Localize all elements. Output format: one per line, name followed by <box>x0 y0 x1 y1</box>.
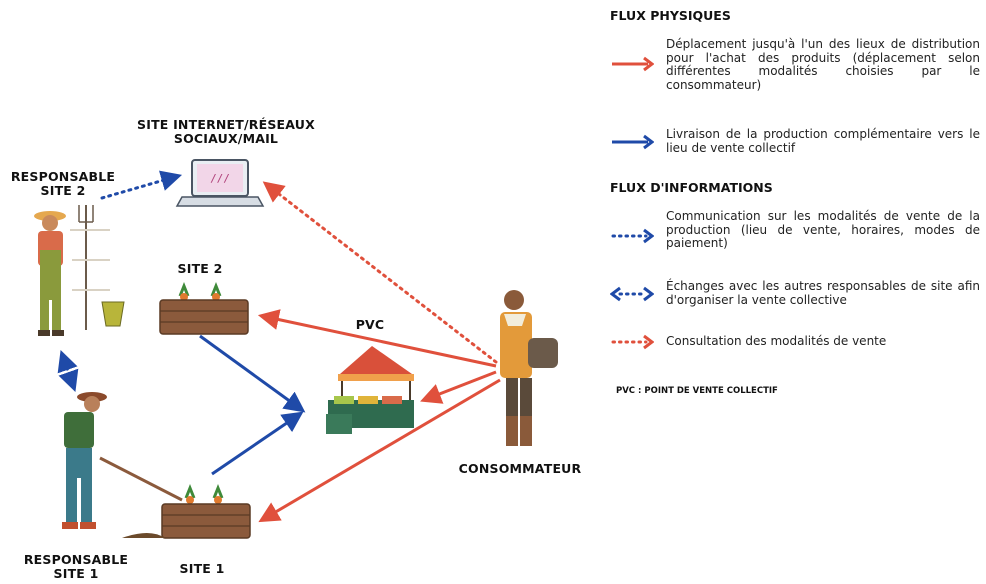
label-responsable-site1: RESPONSABLE SITE 1 <box>23 552 129 581</box>
crate-icon <box>159 281 249 335</box>
farmer-man-icon <box>62 392 183 529</box>
legend-arrow-blue-double-dotted-icon <box>610 286 654 302</box>
legend-text-travel: Déplacement jusqu'à l'un des lieux de di… <box>666 37 980 92</box>
consumer-icon <box>500 290 558 446</box>
svg-text:///: /// <box>210 172 230 185</box>
legend-arrow-blue-dotted-icon <box>611 228 654 244</box>
flow-arrow-consumer-site1 <box>258 378 501 523</box>
laptop-icon: /// <box>175 159 265 207</box>
legend-text-exchange: Échanges avec les autres responsables de… <box>666 279 980 307</box>
legend-text-consultation: Consultation des modalités de vente <box>666 334 887 348</box>
legend-title-info: FLUX D'INFORMATIONS <box>610 180 773 195</box>
label-consommateur: CONSOMMATEUR <box>458 461 582 476</box>
legend-text-delivery: Livraison de la production complémentair… <box>666 127 980 155</box>
flow-arrow-communication <box>100 170 183 200</box>
flow-arrow-exchange <box>57 350 79 392</box>
farmer-woman-icon <box>34 205 125 336</box>
crate-icon <box>122 483 251 539</box>
legend-arrow-red-solid-icon <box>612 56 654 72</box>
flow-arrow-consultation <box>262 181 498 364</box>
label-site-internet: SITE INTERNET/RÉSEAUX SOCIAUX/MAIL <box>137 117 315 146</box>
label-site1: SITE 1 <box>179 561 225 576</box>
legend-arrow-blue-solid-icon <box>612 134 654 150</box>
flow-arrow-consumer-site2 <box>257 309 497 368</box>
legend-text-communication: Communication sur les modalités de vente… <box>666 209 980 250</box>
flow-arrow-delivery-site1 <box>211 411 304 476</box>
flow-arrow-consumer-pvc <box>420 370 497 404</box>
legend-footnote: PVC : POINT DE VENTE COLLECTIF <box>616 386 778 396</box>
flow-arrow-delivery-site2 <box>199 334 306 413</box>
flow-diagram: /// <box>34 159 558 539</box>
label-pvc: PVC <box>355 317 385 332</box>
legend-title-physical: FLUX PHYSIQUES <box>610 8 731 23</box>
market-stall-icon <box>326 346 414 434</box>
legend-arrow-red-dotted-icon <box>611 334 654 350</box>
label-site2: SITE 2 <box>177 261 223 276</box>
label-responsable-site2: RESPONSABLE SITE 2 <box>10 169 116 198</box>
